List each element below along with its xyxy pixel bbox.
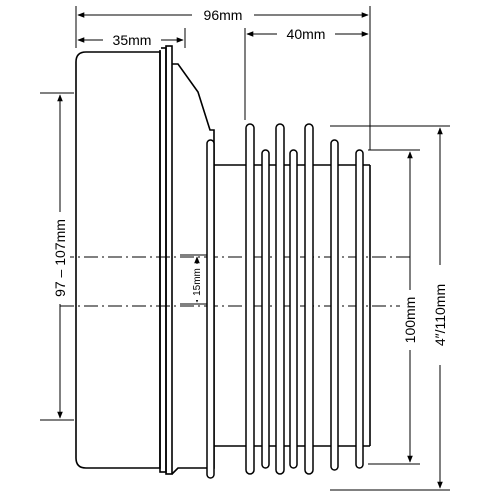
fin-5 xyxy=(289,149,298,469)
transition xyxy=(171,63,215,475)
collar-width-label: 35mm xyxy=(113,32,152,48)
extension-lines xyxy=(40,6,450,491)
label-backgrounds xyxy=(50,5,450,365)
offset-label: 15mm xyxy=(192,268,203,296)
collar xyxy=(75,45,173,475)
socket-range-label: 97 – 107mm xyxy=(52,219,68,297)
spigot-diameter-label: 100mm xyxy=(402,297,418,344)
centre-lines xyxy=(60,256,410,307)
fin-2 xyxy=(245,123,255,475)
fin-6 xyxy=(304,123,314,475)
overall-width-label: 96mm xyxy=(204,7,243,23)
fin-1 xyxy=(206,139,215,479)
sealing-fins xyxy=(206,123,364,479)
fin-4 xyxy=(275,123,285,475)
fin-3 xyxy=(261,149,270,469)
fin-7 xyxy=(330,139,339,471)
outer-diameter-label: 4″/110mm xyxy=(432,284,448,346)
ribbed-length-label: 40mm xyxy=(287,26,326,42)
fin-8 xyxy=(355,149,364,469)
